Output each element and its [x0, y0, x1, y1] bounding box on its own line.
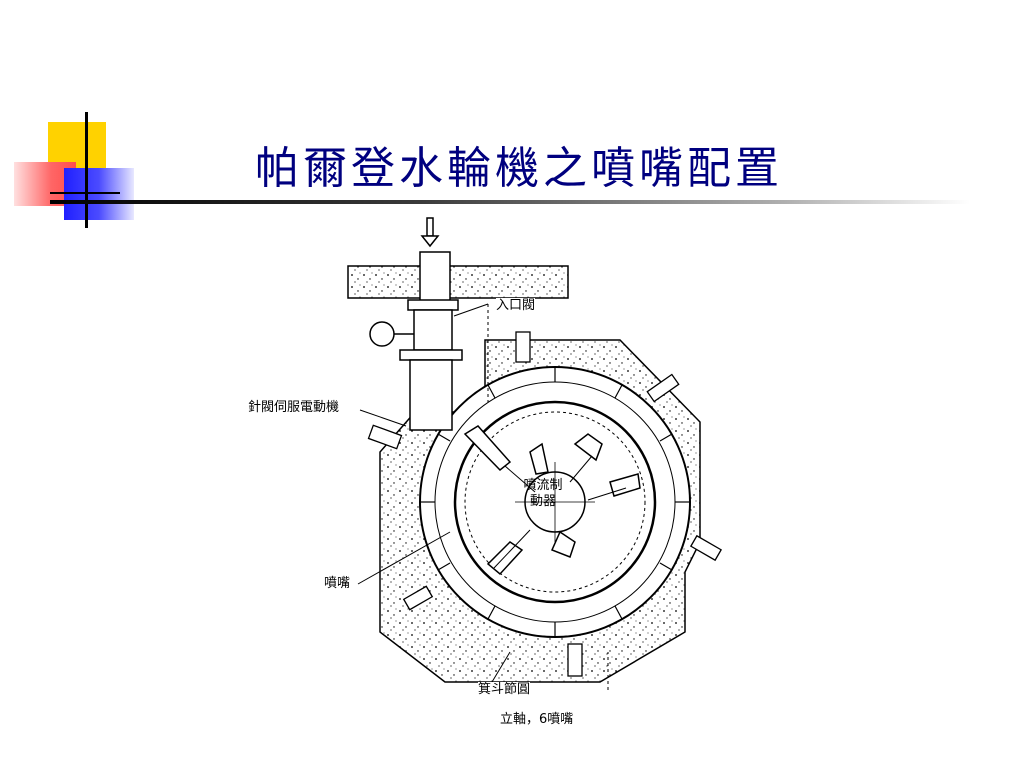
deco-blue-square: [64, 168, 134, 220]
title-underline: [50, 200, 970, 204]
deco-vertical-line: [85, 112, 88, 228]
jet-lines: [493, 455, 627, 569]
flow-arrow-icon: [420, 217, 440, 248]
label-nozzle: 噴嘴: [324, 576, 351, 592]
label-inlet-valve: 入口閥: [496, 298, 536, 314]
leader-lines: [357, 303, 609, 690]
turbine-nozzle-diagram: [347, 217, 723, 690]
label-bucket-circle: 箕斗節圓: [478, 682, 531, 698]
penstock: [369, 251, 463, 431]
slide-title: 帕爾登水輪機之噴嘴配置: [255, 143, 783, 194]
center-axes: [515, 462, 595, 542]
diagram-caption: 立軸，6噴嘴: [500, 712, 574, 728]
deco-horizontal-line: [50, 192, 120, 194]
radial-ribs: [420, 367, 690, 637]
label-deflector: 噴流制動器: [523, 478, 563, 509]
label-needle-servo: 針閥伺服電動機: [248, 400, 340, 416]
floor-slab: [347, 265, 569, 299]
actuators: [367, 331, 723, 677]
nozzles: [463, 425, 641, 576]
